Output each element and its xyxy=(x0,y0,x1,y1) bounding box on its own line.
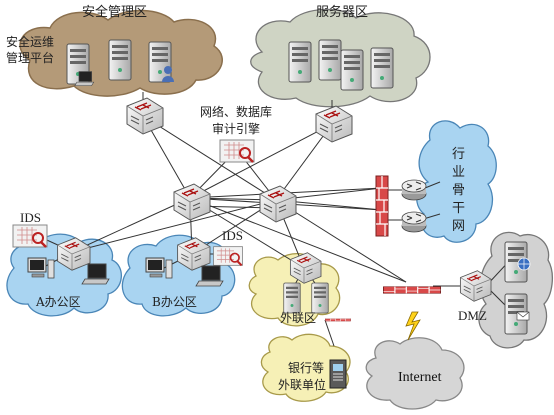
office-a-pc-icon xyxy=(27,257,55,279)
internet-label: Internet xyxy=(398,370,442,385)
server-rack-3-icon xyxy=(340,49,364,91)
backbone-label-char-3: 骨 xyxy=(452,183,465,198)
ids-left-label: IDS xyxy=(20,210,41,225)
core-switch-right-icon xyxy=(259,185,297,223)
audit-engine-label-line1: 网络、数据库 xyxy=(200,104,272,119)
server-rack-1-icon xyxy=(288,41,312,83)
core-switch-left-icon xyxy=(173,183,211,221)
mgmt-server-user-icon xyxy=(148,41,174,83)
audit-engine-icon xyxy=(218,138,256,164)
backbone-label-char-4: 干 xyxy=(452,201,465,216)
mgmt-platform-label-line1: 安全运维 xyxy=(6,34,54,49)
backbone-router-2-icon xyxy=(401,211,427,233)
office-b-pc-icon xyxy=(145,257,173,279)
extranet-server-1-icon xyxy=(283,282,301,314)
bank-atm-icon xyxy=(329,359,347,389)
dmz-label: DMZ xyxy=(458,308,487,323)
backbone-router-1-icon xyxy=(401,179,427,201)
backbone-label-char-2: 业 xyxy=(452,165,465,180)
office-a-label: A办公区 xyxy=(35,294,81,309)
ids-left-icon xyxy=(11,223,49,249)
ids-right-icon xyxy=(212,245,244,267)
lightning-icon xyxy=(405,311,421,341)
audit-engine-label-line2: 审计引擎 xyxy=(212,121,260,136)
office-b-label: B办公区 xyxy=(152,294,197,309)
bank-label-line2: 外联单位 xyxy=(278,377,326,392)
mgmt-platform-label-line2: 管理平台 xyxy=(6,50,54,65)
dmz-server-mail-icon xyxy=(504,293,530,335)
internet-cloud xyxy=(365,337,465,410)
internet-firewall-icon xyxy=(382,286,442,294)
server-zone-switch-icon xyxy=(315,105,353,143)
security-mgmt-zone-label: 安全管理区 xyxy=(82,4,147,20)
backbone-label-char-1: 行 xyxy=(452,147,465,162)
mgmt-server-icon xyxy=(108,39,132,81)
bank-label-line1: 银行等 xyxy=(288,361,324,375)
extranet-server-2-icon xyxy=(311,282,329,314)
server-rack-4-icon xyxy=(370,47,394,89)
backbone-firewall-icon xyxy=(375,175,389,237)
dmz-cloud xyxy=(478,231,554,349)
server-rack-2-icon xyxy=(318,39,342,81)
extranet-label: 外联区 xyxy=(280,311,316,325)
extranet-firewall-icon xyxy=(325,318,351,322)
ids-right-label: IDS xyxy=(222,228,243,243)
dmz-server-globe-icon xyxy=(504,241,531,283)
server-zone-label: 服务器区 xyxy=(316,4,368,20)
backbone-label-char-5: 网 xyxy=(452,219,465,234)
mgmt-zone-switch-icon xyxy=(126,97,164,135)
